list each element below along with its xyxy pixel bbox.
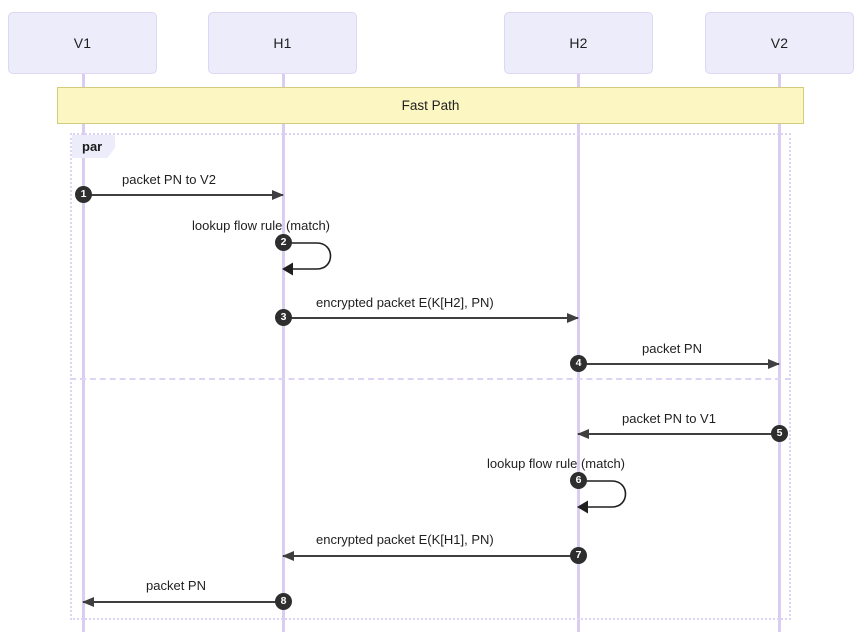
sequence-badge-5: 5 [771,425,788,442]
sequence-badge-2: 2 [275,234,292,251]
participant-label-v1: V1 [73,35,92,51]
message-line-5[interactable] [577,428,779,439]
participant-label-h1: H1 [273,35,292,51]
par-fragment-label: par [72,135,116,158]
arrowhead-right-icon [272,189,284,200]
sequence-badge-4: 4 [570,355,587,372]
participant-box-v2[interactable]: V2 [705,12,854,74]
participant-box-h1[interactable]: H1 [208,12,357,74]
par-fragment-operator: par [82,139,103,154]
arrowhead-right-icon [768,358,780,369]
sequence-badge-8: 8 [275,593,292,610]
arrowhead-right-icon [567,312,579,323]
lifeline-v1 [82,74,85,632]
message-label-8: packet PN [146,578,206,593]
message-label-7: encrypted packet E(K[H1], PN) [316,532,494,547]
arrowhead-left-icon [282,550,294,561]
participant-label-v2: V2 [770,35,789,51]
participant-box-v1[interactable]: V1 [8,12,157,74]
arrowhead-left-icon [82,596,94,607]
sequence-badge-6: 6 [570,472,587,489]
participant-box-h2[interactable]: H2 [504,12,653,74]
sequence-badge-1: 1 [75,186,92,203]
sequence-badge-7: 7 [570,547,587,564]
message-line-3[interactable] [283,312,579,323]
message-line-8[interactable] [82,596,283,607]
message-label-4: packet PN [642,341,702,356]
message-label-5: packet PN to V1 [622,411,716,426]
par-fragment-divider [70,378,791,380]
message-line-4[interactable] [578,358,780,369]
message-line-1[interactable] [83,189,284,200]
lifeline-v2 [778,74,781,632]
self-message-loop-2[interactable] [282,240,347,280]
message-label-3: encrypted packet E(K[H2], PN) [316,295,494,310]
message-label-2: lookup flow rule (match) [192,218,330,233]
participant-label-h2: H2 [569,35,588,51]
note-fast-path: Fast Path [57,87,804,124]
sequence-badge-3: 3 [275,309,292,326]
message-label-1: packet PN to V2 [122,172,216,187]
message-label-6: lookup flow rule (match) [487,456,625,471]
lifeline-h1 [282,74,285,632]
note-fast-path-label: Fast Path [401,98,460,113]
self-message-loop-6[interactable] [577,478,642,518]
arrowhead-left-icon [577,428,589,439]
message-line-7[interactable] [282,550,578,561]
lifeline-h2 [577,74,580,632]
